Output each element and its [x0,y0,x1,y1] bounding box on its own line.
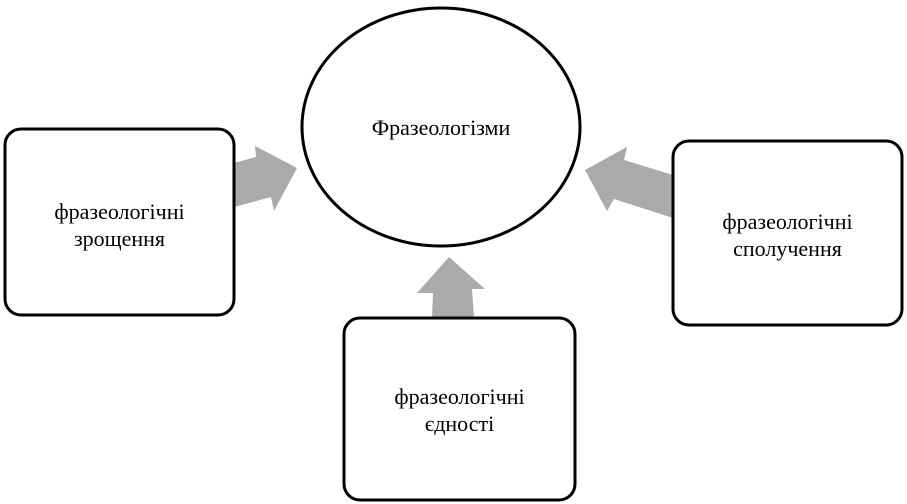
node-label-line: єдності [424,411,495,436]
node-box-bottom [342,316,577,502]
center-label: Фразеологізми [371,115,511,140]
node-label-left: фразеологічні зрощення [5,198,234,252]
node-box-left [3,127,236,317]
node-label-bottom: фразеологічні єдності [344,383,575,437]
center-ellipse [300,6,582,248]
node-label-line: фразеологічні [394,384,525,409]
arrow-right-to-center [585,147,673,218]
node-label-right: фразеологічні сполучення [673,208,902,262]
node-label-line: сполучення [733,236,842,261]
node-label-line: фразеологічні [722,209,853,234]
node-label-line: зрощення [73,226,166,251]
node-label-line: фразеологічні [54,199,185,224]
arrow-bottom-to-center [417,257,485,318]
arrow-left-to-center [234,146,297,211]
node-box-right [671,139,904,327]
